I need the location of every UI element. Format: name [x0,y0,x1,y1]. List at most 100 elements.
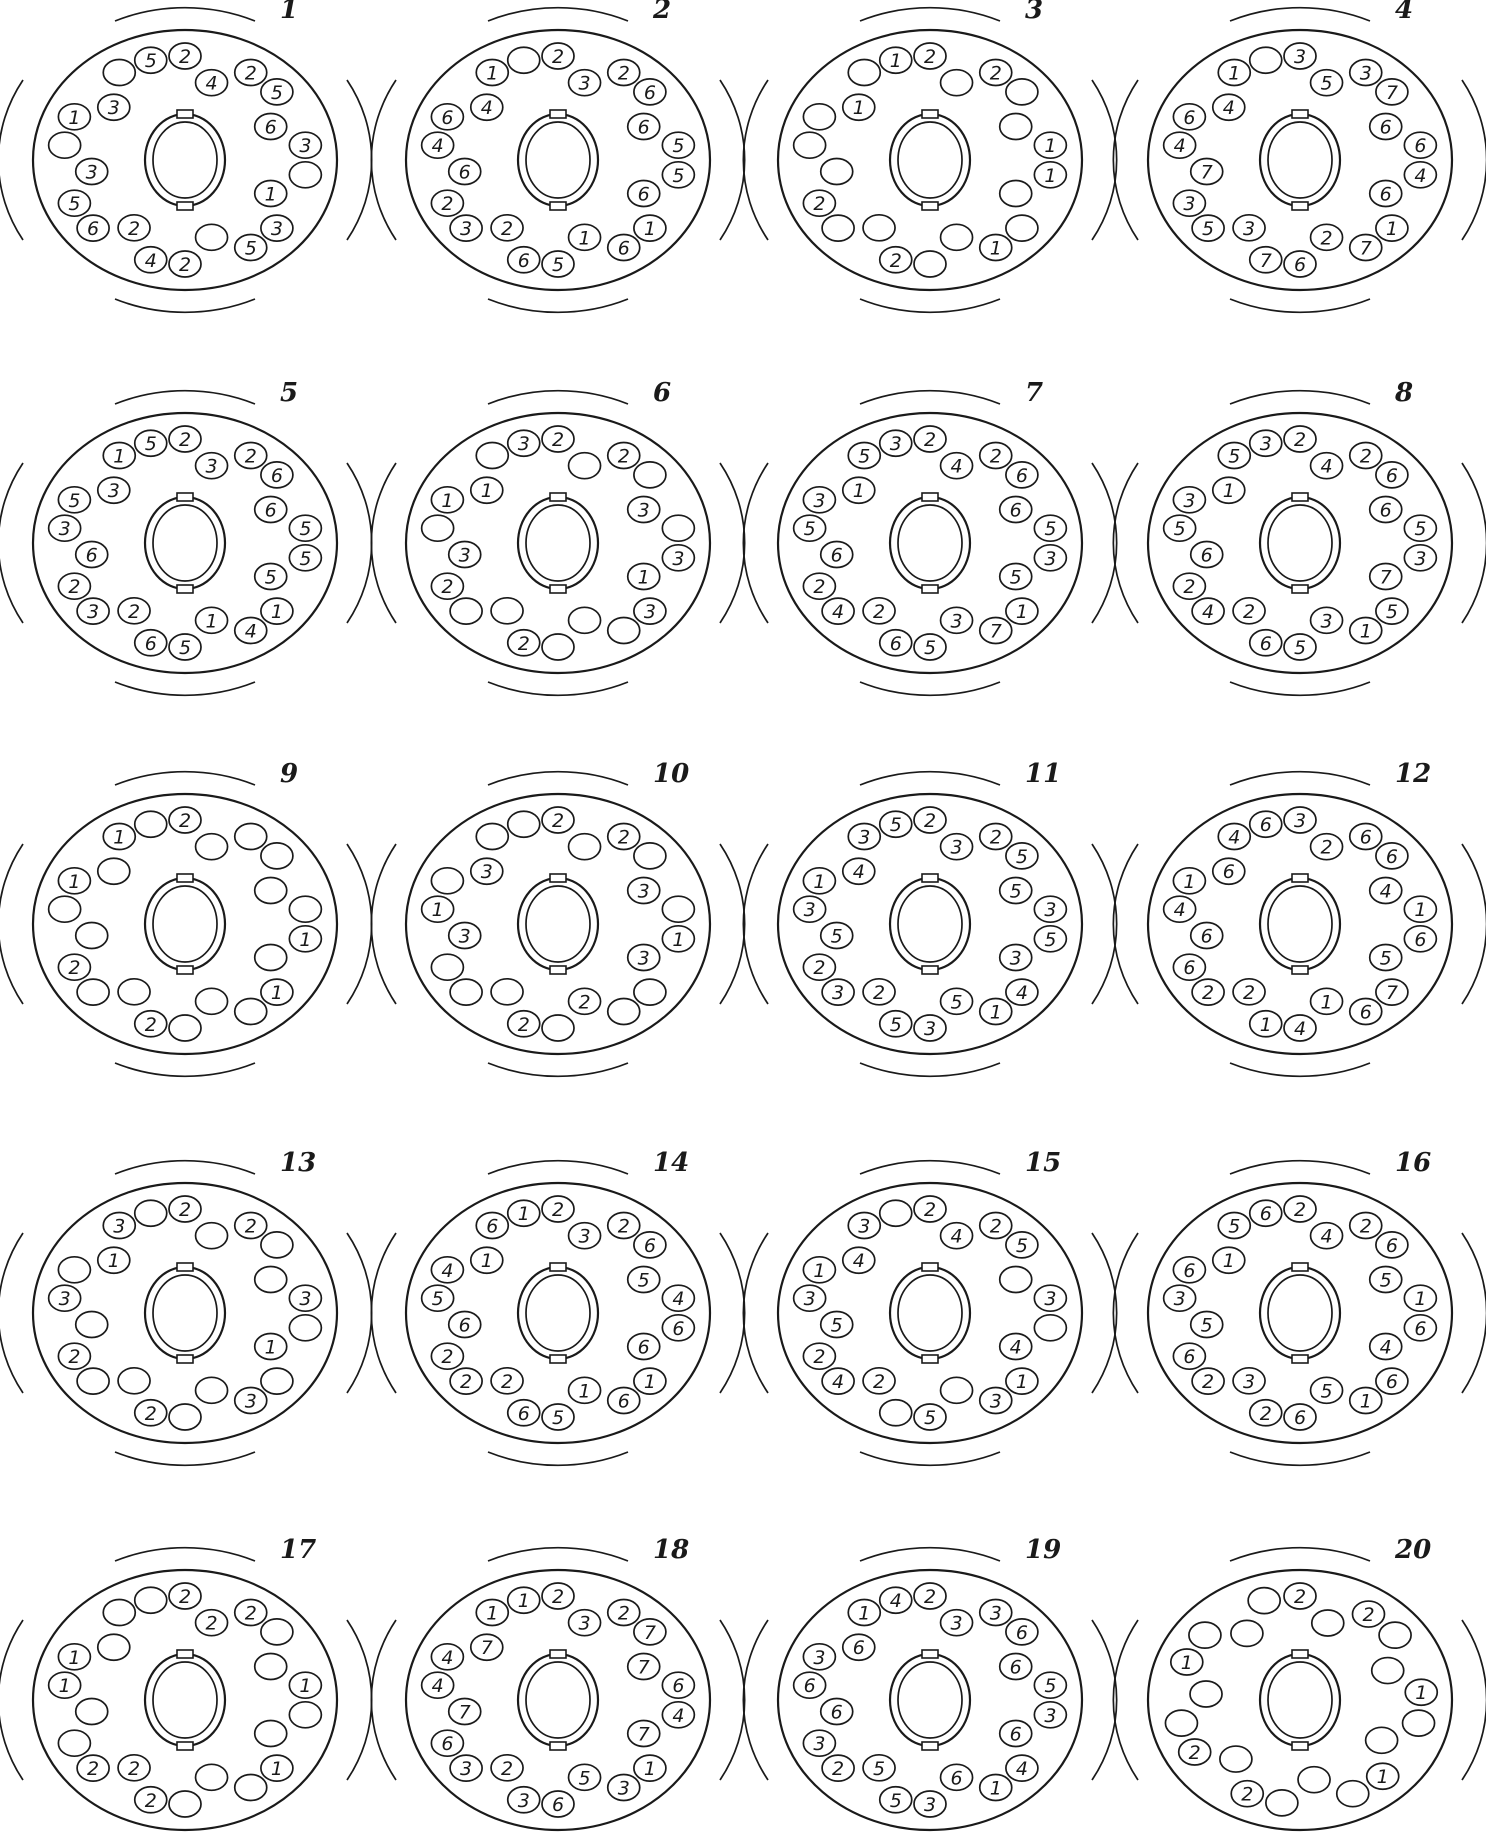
vascular-bundle [255,1654,287,1680]
vascular-bundle: 3 [848,824,880,850]
vascular-bundle: 3 [628,878,660,904]
pith-notch-top [922,493,938,501]
vascular-bundle: 2 [77,1755,109,1781]
vascular-bundle [634,843,666,869]
vascular-bundle: 3 [569,1223,601,1249]
vascular-bundle: 1 [1034,132,1066,158]
vascular-bundle: 3 [98,477,130,503]
sheath-arc-top [488,1548,628,1561]
vascular-bundle [569,453,601,479]
pith-notch-top [177,1263,193,1271]
vascular-bundle: 3 [1000,944,1032,970]
pith-inner-ring [153,1662,217,1738]
bundle-number: 2 [245,1603,257,1625]
figure-12: 123266416576141226641646 [1113,759,1486,1076]
bundle-number: 3 [951,1613,963,1635]
bundle-number: 2 [179,429,191,451]
vascular-bundle [1000,114,1032,140]
bundle-number: 1 [299,1675,311,1697]
vascular-bundle: 5 [169,634,201,660]
vascular-bundle: 6 [508,247,540,273]
pith-notch-bottom [177,966,193,974]
sheath-arc-top [860,1548,1000,1561]
vascular-bundle [289,1315,321,1341]
vascular-bundle: 7 [1376,979,1408,1005]
vascular-bundle: 5 [1192,215,1224,241]
bundle-number: 4 [1414,165,1426,187]
sheath-arc-left [743,80,768,240]
vascular-bundle: 2 [235,443,267,469]
vascular-bundle [58,1257,90,1283]
vascular-bundle: 1 [662,926,694,952]
vascular-bundle: 2 [169,426,201,452]
bundle-number: 3 [579,1226,591,1248]
bundle-number: 6 [1386,846,1398,868]
bundle-number: 4 [832,1371,844,1393]
pith-notch-top [922,874,938,882]
bundle-number: 2 [552,429,564,451]
bundle-number: 6 [145,633,157,655]
bundle-number: 6 [831,1701,843,1723]
bundle-number: 2 [1362,1604,1374,1626]
vascular-bundle: 7 [628,1720,660,1746]
pith-outer-ring [1260,497,1340,589]
vascular-bundle [196,224,228,250]
vascular-bundle [135,1587,167,1613]
bundle-number: 7 [1360,237,1372,259]
bundle-number: 3 [113,1216,125,1238]
sheath-arc-right [720,80,745,240]
bundle-number: 1 [271,601,283,623]
bundle-number: 3 [86,161,98,183]
bundle-number: 3 [618,1777,630,1799]
bundle-number: 1 [108,1250,120,1272]
pith-notch-top [550,874,566,882]
vascular-bundle [118,979,150,1005]
bundle-number: 6 [618,1390,630,1412]
vascular-bundle: 4 [662,1702,694,1728]
sheath-arc-left [743,1233,768,1393]
sheath-arc-bottom [860,1063,1000,1076]
vascular-bundle: 1 [1376,215,1408,241]
bundle-number: 1 [990,1001,1002,1023]
bundle-number: 6 [951,1767,963,1789]
vascular-bundle: 6 [1376,462,1408,488]
vascular-bundle: 3 [449,922,481,948]
bundle-number: 6 [1010,500,1022,522]
bundle-number: 3 [804,1288,816,1310]
bundle-number: 2 [813,576,825,598]
vascular-bundle [77,1368,109,1394]
bundle-number: 3 [1174,1288,1186,1310]
bundle-number: 7 [638,1657,650,1679]
vascular-bundle: 2 [1284,1583,1316,1609]
bundle-number: 3 [579,73,591,95]
bundle-number: 1 [1228,63,1240,85]
vascular-bundle [450,979,482,1005]
sheath-arc-top [115,8,255,21]
bundle-number: 1 [1016,601,1028,623]
vascular-bundle: 4 [1164,132,1196,158]
bundle-number: 6 [1386,465,1398,487]
vascular-bundle: 3 [1173,487,1205,513]
bundle-number: 4 [1321,1226,1333,1248]
vascular-bundle: 2 [1350,1213,1382,1239]
sheath-arc-bottom [860,682,1000,695]
bundle-number: 1 [1360,1390,1372,1412]
bundle-number: 1 [1181,1652,1193,1674]
bundle-number: 2 [501,1371,513,1393]
vascular-bundle: 1 [1404,896,1436,922]
vascular-bundle: 6 [1404,1315,1436,1341]
bundle-number: 3 [206,456,218,478]
vascular-bundle [103,60,135,86]
bundle-number: 6 [1414,135,1426,157]
vascular-bundle: 2 [491,1755,523,1781]
bundle-number: 6 [804,1675,816,1697]
bundle-number: 7 [459,1701,471,1723]
pith-notch-top [177,493,193,501]
pith-inner-ring [898,122,962,198]
bundle-number: 4 [1174,135,1186,157]
bundle-number: 5 [1010,881,1022,903]
vascular-bundle: 6 [628,1333,660,1359]
bundle-number: 6 [1010,1723,1022,1745]
vascular-bundle: 1 [1250,1011,1282,1037]
vascular-bundle: 1 [1006,598,1038,624]
